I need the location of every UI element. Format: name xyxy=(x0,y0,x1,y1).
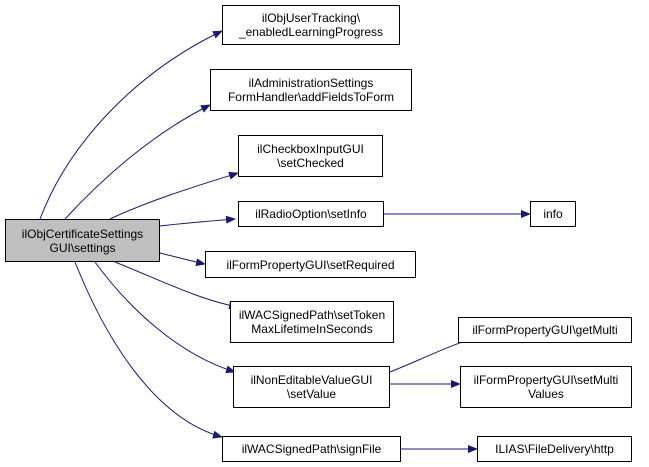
node-label-line1: ilAdministrationSettings xyxy=(248,76,374,90)
node-checkbox[interactable]: ilCheckboxInputGUI \setChecked xyxy=(238,135,383,177)
edge-root-to-checkbox xyxy=(109,171,239,220)
node-label-line1: ilNonEditableValueGUI xyxy=(250,373,373,387)
node-label-line2: MaxLifetimeInSeconds xyxy=(251,322,373,336)
node-sign-file[interactable]: ilWACSignedPath\signFile xyxy=(222,436,401,462)
node-label-line2: \setValue xyxy=(286,387,337,401)
edge-root-to-admin-settings xyxy=(64,104,211,220)
node-http[interactable]: ILIAS\FileDelivery\http xyxy=(477,436,632,462)
node-radio-setinfo[interactable]: ilRadioOption\setInfo xyxy=(238,201,384,227)
edge-root-to-wac-token xyxy=(114,261,239,310)
node-label-line2: \setChecked xyxy=(277,156,344,170)
node-info[interactable]: info xyxy=(530,201,576,227)
node-label-line1: ilObjCertificateSettings xyxy=(21,226,144,241)
node-label: ILIAS\FileDelivery\http xyxy=(495,442,614,456)
node-label-line2: _enabledLearningProgress xyxy=(238,25,384,39)
edge-root-to-radio xyxy=(159,215,236,227)
node-admin-settings[interactable]: ilAdministrationSettings FormHandler\add… xyxy=(210,69,412,111)
node-label-line2: FormHandler\addFieldsToForm xyxy=(227,90,395,104)
edge-root-to-non-editable xyxy=(94,261,236,374)
node-root-settings[interactable]: ilObjCertificateSettings GUI\settings xyxy=(5,219,160,262)
edge-root-to-form-required xyxy=(159,252,206,267)
edge-root-to-sign-file xyxy=(74,261,223,439)
node-form-required[interactable]: ilFormPropertyGUI\setRequired xyxy=(205,251,416,278)
node-non-editable[interactable]: ilNonEditableValueGUI \setValue xyxy=(233,366,390,408)
node-label-line1: ilCheckboxInputGUI xyxy=(257,142,364,156)
node-wac-token[interactable]: ilWACSignedPath\setToken MaxLifetimeInSe… xyxy=(230,301,394,343)
node-label: ilFormPropertyGUI\getMulti xyxy=(472,323,618,337)
node-label: ilRadioOption\setInfo xyxy=(255,207,367,221)
node-label-line1: ilFormPropertyGUI\setMulti xyxy=(473,373,619,387)
edge-root-to-user-tracking xyxy=(39,30,223,220)
node-user-tracking[interactable]: ilObjUserTracking\ _enabledLearningProgr… xyxy=(222,5,400,45)
node-label: ilWACSignedPath\signFile xyxy=(241,442,382,456)
node-label-line2: Values xyxy=(528,387,564,401)
node-label-line2: GUI\settings xyxy=(49,240,116,255)
node-label: info xyxy=(543,207,563,221)
node-label: ilFormPropertyGUI\setRequired xyxy=(226,257,395,272)
node-label-line1: ilWACSignedPath\setToken xyxy=(238,308,386,322)
node-set-multi[interactable]: ilFormPropertyGUI\setMulti Values xyxy=(460,366,632,408)
node-get-multi[interactable]: ilFormPropertyGUI\getMulti xyxy=(458,317,632,343)
node-label-line1: ilObjUserTracking\ xyxy=(261,11,361,25)
